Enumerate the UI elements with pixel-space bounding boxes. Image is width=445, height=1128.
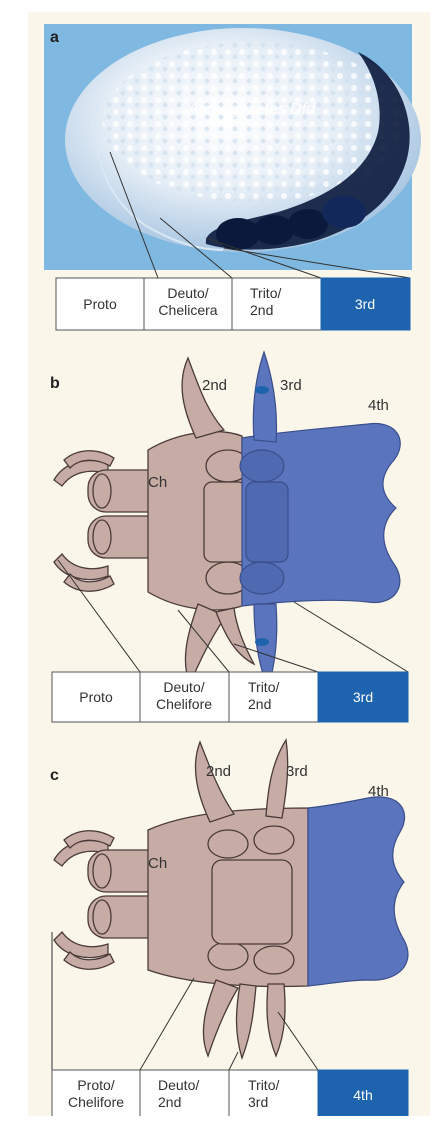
segment-label: 4th [353, 1087, 372, 1103]
label-2nd-leg-b: 2nd [202, 377, 227, 394]
panel-letter-a: a [50, 29, 59, 46]
segment-label: Proto [83, 296, 117, 312]
segment-label: 3rd [353, 689, 373, 705]
segment-label: 3rd [355, 296, 375, 312]
segment-box: Proto/Chelifore [52, 1070, 140, 1116]
segment-label: Deuto/Chelifore [156, 679, 212, 712]
segment-box-row-a: Proto Deuto/Chelicera Trito/2nd 3rd [56, 278, 410, 330]
segment-box: Trito/3rd [229, 1070, 318, 1116]
mite-body-anterior [54, 358, 254, 684]
stain-blob [288, 209, 328, 239]
mite-body-posterior-c [308, 797, 408, 986]
stain-blob [216, 218, 260, 250]
label-2nd-leg-c: 2nd [206, 763, 231, 780]
figure-panel: a Archegozetes Dfd Proto Deuto/Chelicera… [28, 12, 430, 1116]
mite-body-anterior-c [54, 740, 308, 1058]
panel-a: a Archegozetes Dfd Proto Deuto/Chelicera… [44, 24, 421, 330]
segment-box: Deuto/Chelicera [144, 278, 232, 330]
expression-spot [255, 386, 269, 394]
panel-letter-b: b [50, 375, 60, 392]
segment-box: Proto [52, 672, 140, 722]
segment-box: Deuto/2nd [140, 1070, 229, 1116]
segment-box: Deuto/Chelifore [140, 672, 229, 722]
expression-spot [255, 638, 269, 646]
segment-box: 3rd [318, 672, 408, 722]
panel-letter-c: c [50, 767, 59, 784]
figure-svg: a Archegozetes Dfd Proto Deuto/Chelicera… [28, 12, 430, 1116]
panel-b: b Ch [50, 352, 408, 722]
label-chelicera-c: Ch [148, 855, 167, 872]
label-4th-leg-c: 4th [368, 783, 389, 800]
segment-box: 4th [318, 1070, 408, 1116]
segment-box: 3rd [321, 278, 410, 330]
micrograph-title: Archegozetes Dfd [187, 101, 316, 118]
segment-label: Proto [79, 689, 113, 705]
label-3rd-leg-c: 3rd [286, 763, 308, 780]
label-4th-leg-b: 4th [368, 397, 389, 414]
segment-box: Proto [56, 278, 144, 330]
segment-box-row-b: Proto Deuto/Chelifore Trito/2nd 3rd [52, 672, 408, 722]
panel-c: c Ch 2nd [50, 740, 408, 1116]
segment-box: Trito/2nd [229, 672, 318, 722]
segment-box-row-c: Proto/Chelifore Deuto/2nd Trito/3rd 4th [52, 1070, 408, 1116]
label-3rd-leg-b: 3rd [280, 377, 302, 394]
segment-box: Trito/2nd [232, 278, 321, 330]
stain-blob [322, 196, 366, 228]
label-chelicera-b: Ch [148, 474, 167, 491]
stain-blob [254, 215, 294, 245]
